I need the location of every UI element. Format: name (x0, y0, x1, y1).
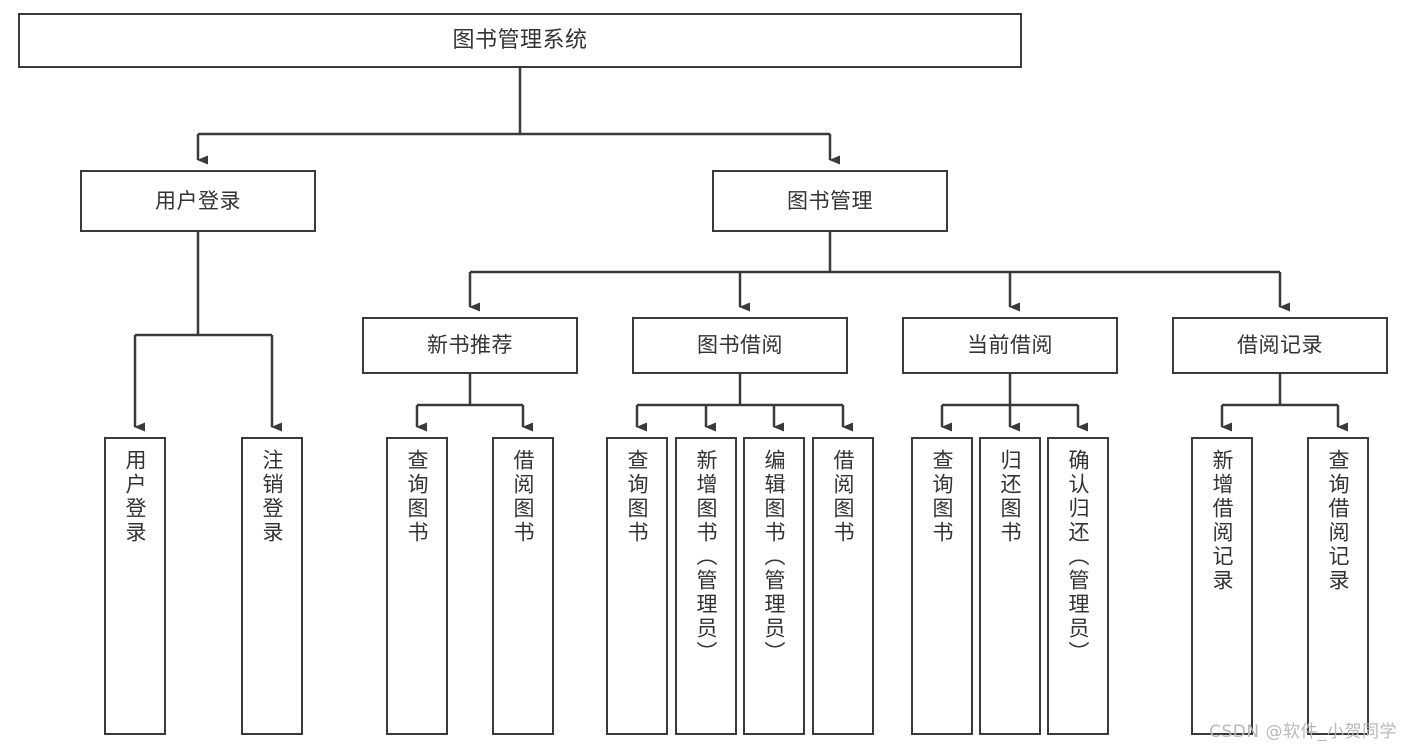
leaf-query-book-current[interactable]: 查询图书 (911, 437, 973, 735)
node-label: 查询图书 (625, 449, 650, 545)
node-new-book-recommendation[interactable]: 新书推荐 (362, 317, 578, 374)
leaf-add-borrow-record[interactable]: 新增借阅记录 (1191, 437, 1253, 735)
node-label: 图书管理系统 (452, 27, 588, 53)
node-book-management[interactable]: 图书管理 (712, 170, 948, 232)
node-label: 查询图书 (405, 449, 430, 545)
node-label: 借阅图书 (831, 449, 856, 545)
node-label: 新增图书（管理员） (694, 449, 719, 665)
leaf-add-book-admin[interactable]: 新增图书（管理员） (675, 437, 737, 735)
leaf-edit-book-admin[interactable]: 编辑图书（管理员） (743, 437, 805, 735)
node-label: 新增借阅记录 (1210, 449, 1235, 593)
node-label: 图书管理 (787, 188, 873, 213)
node-label: 编辑图书（管理员） (762, 449, 787, 665)
watermark: CSDN @软件_小贺同学 (1209, 722, 1397, 742)
leaf-return-book[interactable]: 归还图书 (979, 437, 1041, 735)
leaf-borrow-book-recommend[interactable]: 借阅图书 (492, 437, 554, 735)
leaf-query-book-borrow[interactable]: 查询图书 (606, 437, 668, 735)
leaf-query-borrow-record[interactable]: 查询借阅记录 (1307, 437, 1369, 735)
node-label: 查询图书 (930, 449, 955, 545)
node-label: 确认归还（管理员） (1066, 449, 1091, 665)
node-label: 新书推荐 (427, 333, 513, 358)
node-borrow-record[interactable]: 借阅记录 (1172, 317, 1388, 374)
node-root-book-management-system[interactable]: 图书管理系统 (18, 13, 1022, 68)
node-label: 归还图书 (998, 449, 1023, 545)
node-user-login[interactable]: 用户登录 (80, 170, 316, 232)
leaf-query-book-recommend[interactable]: 查询图书 (386, 437, 448, 735)
node-label: 当前借阅 (967, 333, 1053, 358)
node-label: 借阅图书 (511, 449, 536, 545)
node-label: 图书借阅 (697, 333, 783, 358)
node-label: 用户登录 (123, 449, 148, 545)
leaf-confirm-return-admin[interactable]: 确认归还（管理员） (1047, 437, 1109, 735)
node-label: 查询借阅记录 (1326, 449, 1351, 593)
leaf-user-login[interactable]: 用户登录 (104, 437, 166, 735)
node-book-borrow[interactable]: 图书借阅 (632, 317, 848, 374)
node-label: 借阅记录 (1237, 333, 1323, 358)
leaf-borrow-book[interactable]: 借阅图书 (812, 437, 874, 735)
leaf-logout[interactable]: 注销登录 (241, 437, 303, 735)
node-current-borrow[interactable]: 当前借阅 (902, 317, 1118, 374)
node-label: 注销登录 (260, 449, 285, 545)
node-label: 用户登录 (155, 188, 241, 213)
